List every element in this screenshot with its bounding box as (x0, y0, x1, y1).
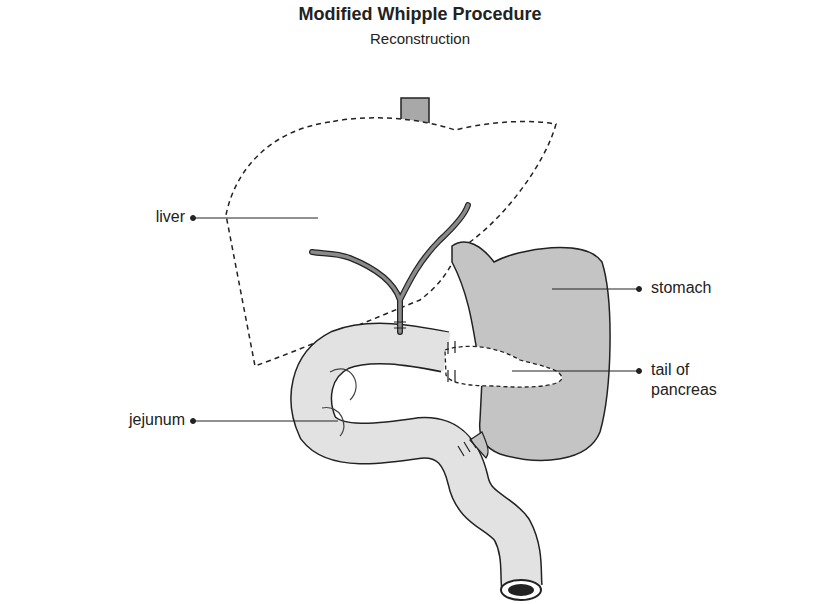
suture-marks (458, 438, 476, 456)
organ-label: stomach (651, 278, 711, 298)
stomach-anastomosis (470, 432, 488, 458)
bile-duct-outline (312, 205, 468, 332)
organ-label: tail of pancreas (651, 360, 741, 400)
organ-label: liver (156, 207, 185, 227)
pancreas-tail (445, 346, 562, 387)
organ-label: jejunum (129, 410, 185, 430)
bowel-fold (322, 369, 356, 436)
bowel-opening (501, 580, 541, 600)
diagram-title: Modified Whipple Procedure (220, 3, 620, 26)
bile-duct (312, 205, 468, 332)
suture-marks (448, 341, 455, 382)
suture-marks (394, 322, 406, 328)
leader-lines (191, 216, 642, 424)
subtitle: Reconstruction (270, 30, 570, 49)
bowel-lumen (508, 584, 534, 596)
